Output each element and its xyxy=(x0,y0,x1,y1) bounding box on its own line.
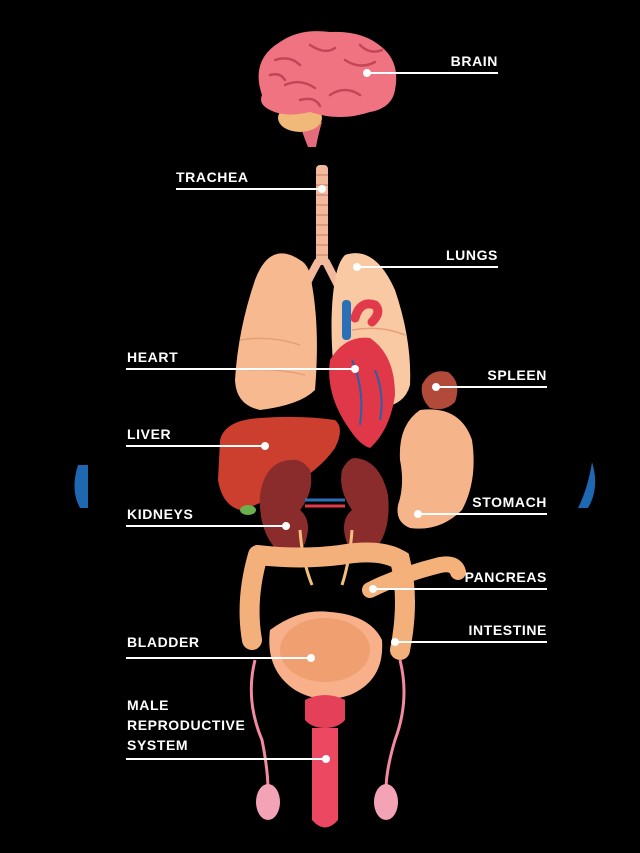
kidneys xyxy=(259,458,389,586)
liver-label: LIVER xyxy=(127,426,172,442)
trachea-label: TRACHEA xyxy=(176,169,249,185)
lungs-label: LUNGS xyxy=(446,247,498,263)
heart xyxy=(329,299,395,448)
reproductive-label-line2: REPRODUCTIVE xyxy=(127,717,246,733)
leader-lines xyxy=(126,69,547,763)
stomach-label: STOMACH xyxy=(472,494,547,510)
heart-label: HEART xyxy=(127,349,179,365)
kidneys-label: KIDNEYS xyxy=(127,506,194,522)
intestine xyxy=(239,542,466,660)
bladder-label: BLADDER xyxy=(127,634,200,650)
reproductive-label-line1: MALE xyxy=(127,697,170,713)
pancreas-label: PANCREAS xyxy=(464,569,547,585)
brain xyxy=(258,31,397,147)
intestine-label: INTESTINE xyxy=(468,622,547,638)
stomach xyxy=(397,409,474,529)
brain-label: BRAIN xyxy=(450,53,498,69)
right-side-shape xyxy=(578,462,596,508)
spleen xyxy=(421,371,458,410)
bladder xyxy=(269,611,383,699)
reproductive-label-line3: SYSTEM xyxy=(127,737,189,753)
male-reproductive-system xyxy=(249,659,406,828)
spleen-label: SPLEEN xyxy=(487,367,547,383)
left-side-shape xyxy=(74,465,88,508)
reproductive-label: MALE REPRODUCTIVE SYSTEM xyxy=(127,695,297,755)
